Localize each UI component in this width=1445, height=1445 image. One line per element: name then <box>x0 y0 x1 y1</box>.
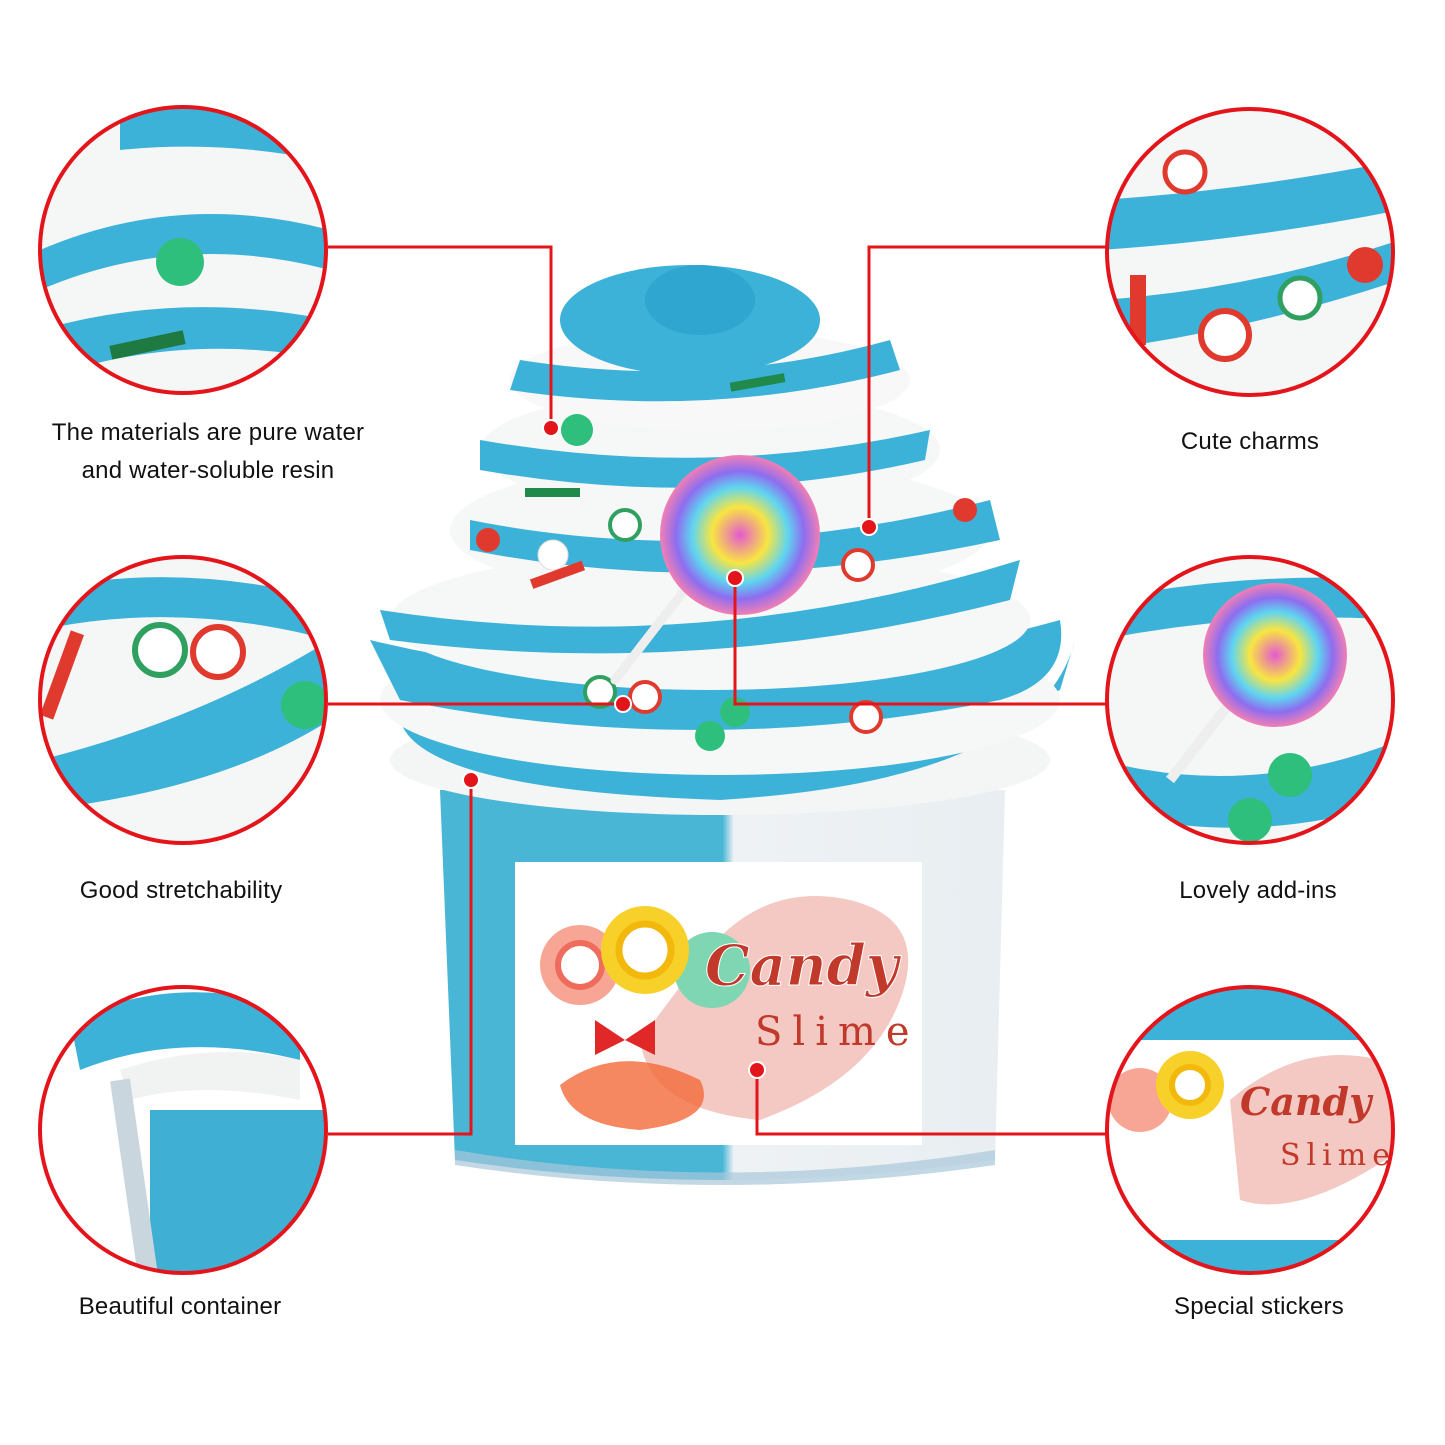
lollipop-charm <box>660 455 820 615</box>
sticker-subtitle: Slime <box>755 1009 920 1055</box>
sticker-label <box>515 862 922 1145</box>
label-materials: The materials are pure water and water-s… <box>18 414 398 490</box>
sticker-title: Candy <box>705 933 902 999</box>
label-line: and water-soluble resin <box>81 457 335 484</box>
callout-dots <box>462 419 878 1079</box>
label-stickers: Special stickers <box>1174 1293 1344 1320</box>
label-charms: Cute charms <box>1180 428 1320 455</box>
label-addins: Lovely add-ins <box>1179 877 1337 904</box>
label-stretch: Good stretchability <box>79 877 283 904</box>
label-container: Beautiful container <box>78 1293 282 1320</box>
label-line: The materials are pure water <box>51 419 365 446</box>
slime-swirl <box>370 265 1075 815</box>
callout-lines <box>328 245 1107 1136</box>
sticker-title-zoom: Candy <box>1240 1079 1374 1124</box>
slime-jar <box>440 790 1005 1185</box>
svg-text:Slime: Slime <box>1280 1138 1396 1173</box>
